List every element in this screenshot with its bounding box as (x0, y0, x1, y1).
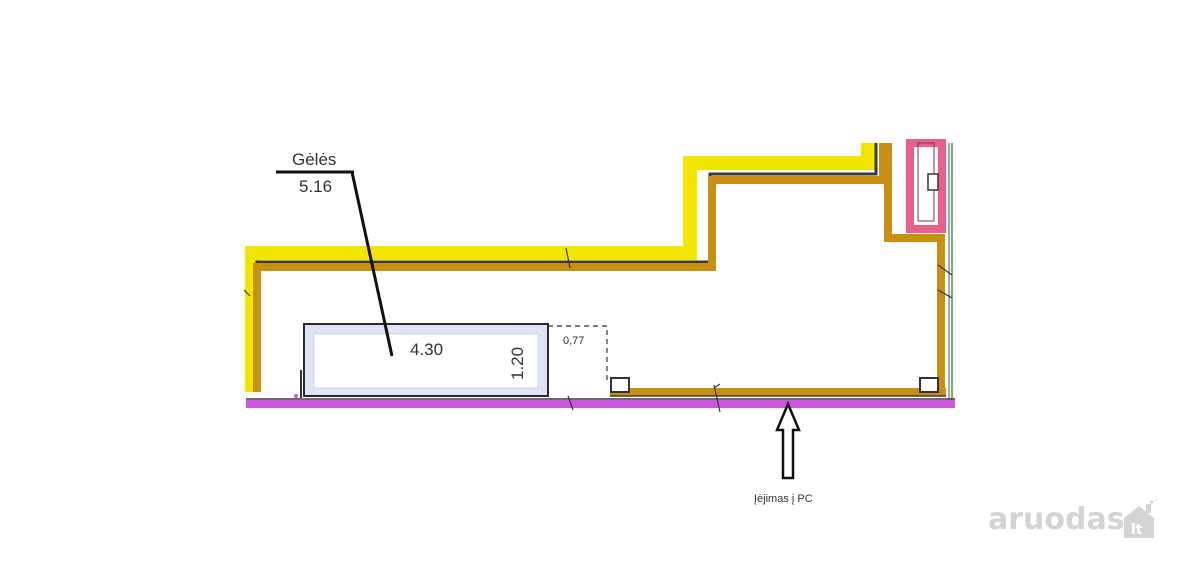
counter-length: 4.30 (410, 340, 443, 359)
entrance-label: Įėjimas į PC (754, 493, 813, 505)
marker-right (919, 377, 939, 393)
entrance-arrow (775, 400, 801, 480)
room-area: 5.16 (299, 177, 332, 196)
counter-inner (313, 333, 539, 389)
watermark-badge-text: lt (1131, 522, 1143, 538)
offset-label: 0,77 (563, 335, 584, 347)
right-wall-ochre (884, 143, 945, 392)
room-name: Gėlės (292, 150, 336, 169)
outer-wall-yellow (245, 143, 875, 392)
marker-left (610, 377, 630, 393)
room-label-leader (350, 171, 394, 357)
offset-dashed-box (548, 325, 608, 382)
counter-width: 1.20 (508, 347, 527, 380)
watermark-logo: aruodas lt (988, 498, 1168, 540)
tick-marks (243, 247, 953, 413)
door-post-dot (294, 394, 298, 398)
watermark-brand: aruodas (988, 502, 1125, 537)
inner-wall-ochre (253, 143, 887, 392)
pink-small-box (927, 173, 939, 191)
watermark-badge: lt (1122, 498, 1162, 545)
